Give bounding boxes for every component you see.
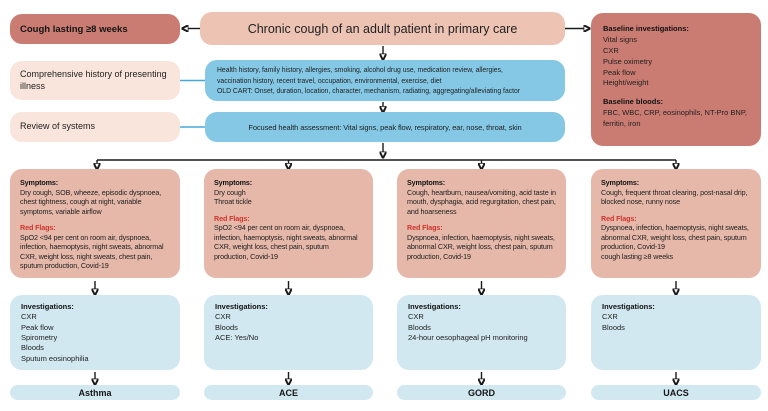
list-line: Bloods [408,322,431,332]
red-flags-heading: Red Flags: [20,223,56,232]
red-flags-text: SpO2 <94 per cent on room air, dyspnoea,… [20,232,164,271]
baseline-investigations-heading: Baseline investigations: [603,24,689,33]
criteria-box: Cough lasting ≥8 weeks [10,14,180,44]
list-line: Pulse oximetry [603,56,653,66]
review-of-systems-label-box: Review of systems [10,112,180,142]
symptoms-box-asthma: Symptoms: Dry cough, SOB, wheeze, episod… [10,169,180,278]
list-line: Peak flow [21,322,54,332]
list-line: Height/weight [603,78,649,88]
diagnosis-label: GORD [468,387,495,398]
list-line: Bloods [215,322,238,332]
main-title-box: Chronic cough of an adult patient in pri… [200,12,565,45]
symptoms-box-ace: Symptoms: Dry cough Throat tickle Red Fl… [204,169,373,278]
investigations-heading: Investigations: [21,302,74,311]
list-line: CXR [408,312,424,322]
diagnosis-label: Asthma [78,387,112,398]
diagnosis-pill-ace: ACE [204,385,373,400]
red-flags-text: SpO2 <94 per cent on room air, dyspnoea,… [214,223,358,261]
list-line: Sputum eosinophilia [21,353,89,363]
diagnosis-pill-uacs: UACS [591,385,761,400]
symptoms-text: Cough, frequent throat clearing, post-na… [601,187,748,207]
history-detail-box: Health history, family history, allergie… [205,60,565,101]
criteria-text: Cough lasting ≥8 weeks [20,23,128,35]
red-flags-heading: Red Flags: [407,223,443,232]
list-line: CXR [21,312,37,322]
focused-assessment-text: Focused health assessment: Vital signs, … [248,122,522,132]
focused-assessment-box: Focused health assessment: Vital signs, … [205,112,565,142]
list-line: vaccination history, recent travel, occu… [217,75,442,85]
list-line: Health history, family history, allergie… [217,65,503,74]
symptoms-text: Cough, heartburn, nausea/vomiting, acid … [407,187,556,216]
symptoms-box-uacs: Symptoms: Cough, frequent throat clearin… [591,169,761,278]
symptoms-box-gord: Symptoms: Cough, heartburn, nausea/vomit… [397,169,566,278]
list-line: ACE: Yes/No [215,333,259,343]
list-line: Peak flow [603,67,636,77]
list-line: Spirometry [21,333,58,343]
diagnosis-label: UACS [663,387,689,398]
symptoms-text: Dry cough Throat tickle [214,187,252,207]
comprehensive-history-label: Comprehensive history of presenting illn… [20,68,167,91]
list-line: CXR [603,45,619,55]
baseline-bloods-text: FBC, WBC, CRP, eosinophils, NT-Pro BNP, … [603,108,747,128]
baseline-bloods-heading: Baseline bloods: [603,97,664,107]
red-flags-heading: Red Flags: [214,213,250,223]
symptoms-heading: Symptoms: [407,178,446,187]
list-line: 24-hour oesophageal pH monitoring [408,333,528,343]
list-line: Bloods [602,322,625,332]
symptoms-text: Dry cough, SOB, wheeze, episodic dyspnoe… [20,187,162,216]
red-flags-heading: Red Flags: [601,213,637,223]
review-of-systems-label: Review of systems [20,121,96,132]
investigations-heading: Investigations: [408,302,461,311]
diagnosis-label: ACE [278,387,298,398]
investigations-heading: Investigations: [215,302,268,311]
list-line: Bloods [21,343,44,353]
list-line: CXR [215,312,231,322]
symptoms-heading: Symptoms: [214,178,253,187]
list-line: OLD CART: Onset, duration, location, cha… [217,86,521,96]
comprehensive-history-label-box: Comprehensive history of presenting illn… [10,61,180,100]
list-line: Vital signs [603,34,638,44]
investigations-heading: Investigations: [602,302,655,311]
red-flags-text: Dyspnoea, infection, haemoptysis, night … [601,223,749,261]
symptoms-heading: Symptoms: [601,178,640,187]
symptoms-heading: Symptoms: [20,178,59,187]
diagnosis-pill-asthma: Asthma [10,385,180,400]
page-title: Chronic cough of an adult patient in pri… [247,21,518,36]
diagnosis-pill-gord: GORD [397,385,566,400]
list-line: CXR [602,312,618,322]
red-flags-text: Dyspnoea, infection, haemoptysis, night … [407,232,555,261]
